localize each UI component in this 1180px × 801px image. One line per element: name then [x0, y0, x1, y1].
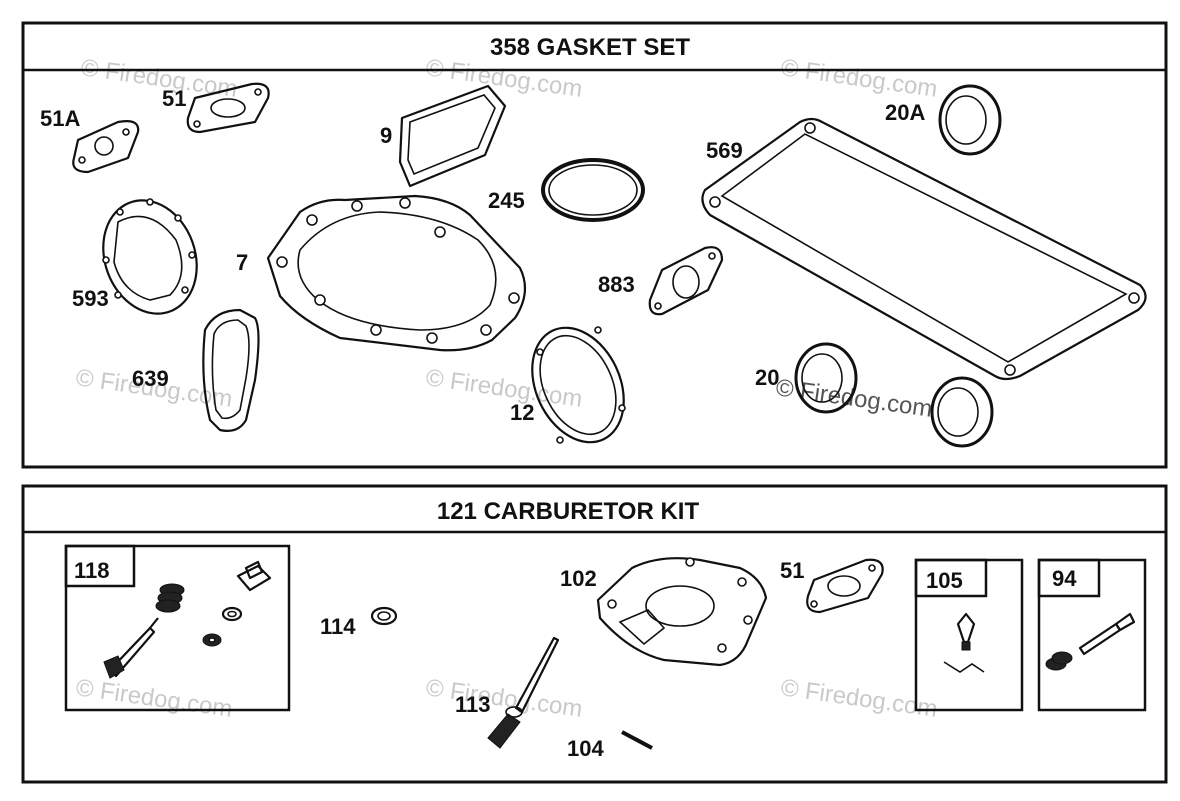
washer-icon [202, 606, 243, 647]
part-12-gasket [531, 326, 626, 444]
part-883-gasket [648, 246, 724, 316]
label-883: 883 [598, 272, 635, 297]
part-104-pin [621, 730, 653, 750]
gasket-set-panel: 358 GASKET SET [21, 21, 1168, 469]
part-51-carb-gasket [806, 558, 884, 614]
label-102: 102 [560, 566, 597, 591]
watermark: © Firedog.com [79, 54, 239, 103]
part-118-box [64, 544, 291, 712]
part-20-seal-second [930, 376, 994, 448]
label-9: 9 [380, 123, 392, 148]
part-20-seal [794, 342, 858, 414]
part-593-gasket [102, 198, 198, 315]
watermark: © Firedog.com [424, 674, 584, 723]
label-114: 114 [320, 614, 356, 639]
part-51-gasket [186, 82, 270, 134]
label-20: 20 [755, 365, 779, 390]
carburetor-kit-title: 121 CARBURETOR KIT [437, 498, 700, 525]
label-12: 12 [510, 400, 534, 425]
label-51-carb: 51 [780, 558, 804, 583]
label-105: 105 [926, 568, 963, 593]
watermark: © Firedog.com [424, 364, 584, 413]
part-113-needle [487, 636, 560, 749]
watermark: © Firedog.com [774, 374, 934, 423]
watermark: © Firedog.com [424, 54, 584, 103]
needle-screw-icon [1078, 612, 1136, 656]
carburetor-kit-panel: 121 CARBURETOR KIT [21, 484, 1168, 784]
part-245-o-ring [541, 158, 645, 222]
part-105-box [914, 558, 1024, 712]
part-114-washer [370, 606, 398, 626]
carburetor-kit-border [21, 484, 1168, 784]
label-104: 104 [567, 736, 604, 761]
part-20a-seal [938, 84, 1002, 156]
label-245: 245 [488, 188, 525, 213]
part-102-gasket [596, 557, 768, 667]
label-51: 51 [162, 86, 186, 111]
part-51a-gasket [72, 120, 140, 174]
gasket-set-border [21, 21, 1168, 469]
inlet-needle-icon [943, 612, 985, 673]
part-9-gasket [398, 84, 507, 188]
label-639: 639 [132, 366, 169, 391]
watermark: © Firedog.com [779, 54, 939, 103]
part-639-gasket [202, 308, 260, 432]
gasket-set-title: 358 GASKET SET [490, 34, 690, 61]
spring-icon [155, 583, 185, 613]
label-113: 113 [455, 692, 491, 717]
needle-screw-icon [103, 617, 159, 679]
part-569-large-gasket [701, 117, 1147, 381]
label-118: 118 [74, 558, 110, 583]
label-94: 94 [1052, 566, 1077, 591]
part-7-head-gasket [266, 194, 527, 352]
spring-icon [1045, 651, 1073, 671]
part-94-box [1037, 558, 1147, 712]
label-20a: 20A [885, 100, 925, 125]
watermark: © Firedog.com [74, 674, 234, 723]
label-569: 569 [706, 138, 743, 163]
fitting-icon [236, 560, 272, 592]
label-593: 593 [72, 286, 109, 311]
label-7: 7 [236, 250, 248, 275]
label-51a: 51A [40, 106, 80, 131]
